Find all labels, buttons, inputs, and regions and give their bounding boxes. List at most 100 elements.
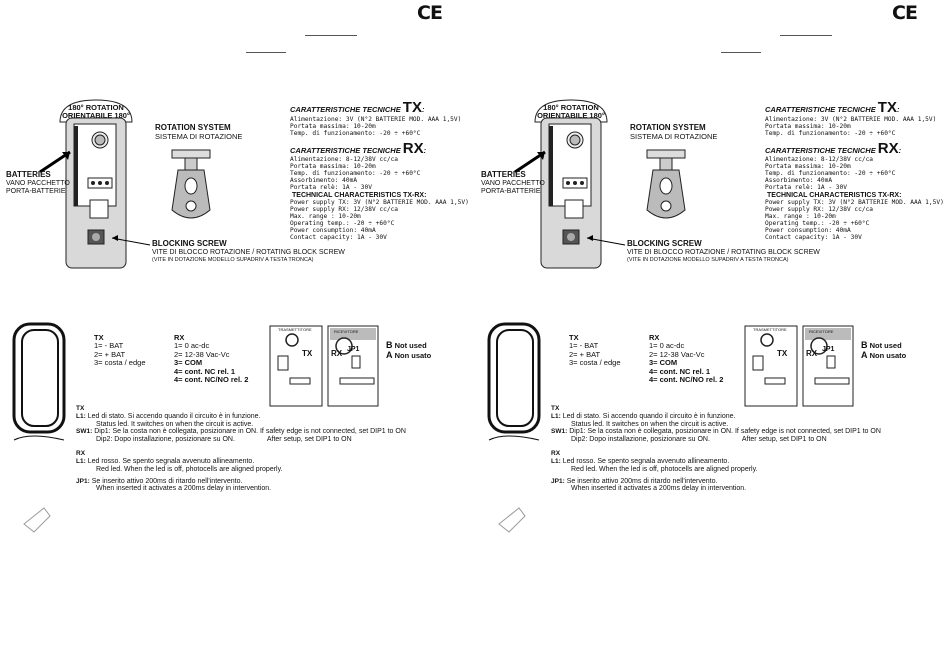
rx-terminals: RX 1= 0 ac-dc 2= 12-38 Vac-Vc 3= COM 4= …	[174, 333, 248, 384]
note-text: When inserted it activates a 200ms delay…	[96, 485, 272, 493]
blocking-screw-label: BLOCKING SCREW VITE DI BLOCCO ROTAZIONE …	[627, 239, 820, 263]
note-text: If safety edge is not connected, set DIP…	[734, 428, 881, 436]
spec-line: Temp. di funzionamento: -20 ÷ +60°C	[290, 129, 421, 137]
spec-line: Portata relè: 1A - 30V	[765, 184, 847, 192]
rx-terminal-line: 3= COM	[649, 358, 678, 368]
jumper-text-a: Non usato	[869, 351, 907, 361]
manual-page-right: CE 180° ROTATION ORIENTABILE 180° ROTATI…	[475, 0, 950, 659]
spec-line: Max. range : 10-20m	[765, 212, 836, 220]
note-tag-rx: RX	[551, 450, 561, 458]
note-key-jp1: JP1:	[76, 477, 90, 485]
batteries-line: VANO PACCHETTO	[481, 179, 545, 187]
header-rule	[721, 52, 761, 53]
tx-terminal-line: 1= - BAT	[94, 341, 124, 351]
blocking-screw-title: BLOCKING SCREW	[152, 239, 227, 248]
blocking-screw-note: (VITE IN DOTAZIONE MODELLO SUPADRIV A TE…	[627, 256, 789, 263]
note-text: Dip1: Se la costa non è collegata, posiz…	[94, 428, 259, 436]
rotation-badge-title: 180° ROTATION	[68, 103, 124, 112]
note-text: Status led. It switches on when the circ…	[571, 420, 729, 428]
rotation-badge: 180° ROTATION ORIENTABILE 180°	[60, 103, 132, 121]
rx-terminal-line: 4= cont. NC/NO rel. 2	[649, 374, 724, 384]
tx-terminal-line: 3= costa / edge	[94, 358, 146, 368]
spec-line: Portata massima: 10-20m	[290, 122, 376, 130]
rx-terminal-line: 4= cont. NC rel. 1	[174, 366, 236, 376]
batteries-label: BATTERIES VANO PACCHETTO PORTA-BATTERIE	[6, 170, 70, 196]
board-rx-title: RICEVITORE	[334, 329, 359, 334]
indicator-notes: TX L1: Led di stato. Si accendo quando i…	[551, 405, 881, 493]
blocking-screw-line: VITE DI BLOCCO ROTAZIONE / ROTATING BLOC…	[627, 248, 820, 256]
spec-line: Power supply RX: 12/38V cc/ca	[290, 205, 399, 213]
rx-terminal-line: 2= 12-38 Vac-Vc	[649, 349, 705, 359]
jumper-legend: B Not used A Non usato	[386, 340, 431, 361]
spec-line: Portata relè: 1A - 30V	[290, 184, 372, 192]
batteries-line: PORTA-BATTERIE	[481, 187, 541, 195]
jumper-text-b: Not used	[394, 341, 427, 350]
note-tag-tx: TX	[76, 405, 85, 412]
rx-terminal-line: 1= 0 ac-dc	[174, 341, 210, 351]
spec-line: Alimentazione: 8-12/38V cc/ca	[290, 156, 399, 164]
spec-line: Assorbimento: 40mA	[765, 177, 833, 185]
technical-specs: CARATTERISTICHE TECNICHE TX: Alimentazio…	[765, 99, 944, 242]
batteries-title: BATTERIES	[481, 170, 526, 179]
spec-line: Operating temp.: -20 ÷ +60°C	[290, 219, 395, 227]
rx-terminal-line: 4= cont. NC rel. 1	[649, 366, 711, 376]
note-key-l1: L1:	[76, 412, 86, 420]
rx-terminal-line: 1= 0 ac-dc	[649, 341, 685, 351]
specs-tx-heading: CARATTERISTICHE TECNICHE TX:	[290, 99, 425, 116]
rotation-badge-subtitle: ORIENTABILE 180°	[537, 111, 605, 121]
note-text: Led di stato. Si accendo quando il circu…	[562, 412, 736, 420]
spec-line: Contact capacity: 1A - 30V	[765, 233, 862, 241]
indicator-notes: TX L1: Led di stato. Si accendo quando i…	[76, 405, 406, 493]
rotation-system-subtitle: SISTEMA DI ROTAZIONE	[155, 131, 243, 141]
header-rule	[780, 35, 832, 36]
rx-terminal-line: 2= 12-38 Vac-Vc	[174, 349, 230, 359]
spec-line: Power supply TX: 3V (N°2 BATTERIE MOD. A…	[290, 198, 469, 206]
note-text: Led rosso. Se spento segnala avvenuto al…	[87, 457, 255, 465]
rotation-system-title: ROTATION SYSTEM	[630, 123, 706, 132]
tx-terminals: TX 1= - BAT 2= + BAT 3= costa / edge	[569, 333, 621, 368]
tx-terminal-line: 1= - BAT	[569, 341, 599, 351]
board-jp1-label: JP1	[347, 346, 360, 353]
wiring-diagram	[12, 322, 379, 533]
batteries-line: PORTA-BATTERIE	[6, 187, 66, 195]
blocking-screw-note: (VITE IN DOTAZIONE MODELLO SUPADRIV A TE…	[152, 256, 314, 263]
rx-terminals: RX 1= 0 ac-dc 2= 12-38 Vac-Vc 3= COM 4= …	[649, 333, 724, 384]
spec-line: Max. range : 10-20m	[290, 212, 361, 220]
spec-line: Contact capacity: 1A - 30V	[290, 233, 387, 241]
note-key-sw1: SW1:	[76, 428, 93, 436]
spec-line: Temp. di funzionamento: -20 ÷ +60°C	[290, 170, 421, 178]
board-tx-title: TRASMETTITORE	[278, 327, 312, 332]
spec-line: Operating temp.: -20 ÷ +60°C	[765, 219, 870, 227]
rotation-system-label: ROTATION SYSTEM SISTEMA DI ROTAZIONE	[630, 123, 717, 141]
rotation-system-label: ROTATION SYSTEM SISTEMA DI ROTAZIONE	[155, 123, 243, 141]
technical-specs: CARATTERISTICHE TECNICHE TX: Alimentazio…	[290, 99, 469, 242]
rx-terminals-title: RX	[649, 333, 660, 342]
note-key-l1: L1:	[551, 457, 561, 465]
device-diagram	[514, 99, 686, 269]
note-text: After setup, set DIP1 to ON	[741, 436, 827, 444]
spec-line: Temp. di funzionamento: -20 ÷ +60°C	[765, 129, 896, 137]
spec-line: Portata massima: 10-20m	[290, 163, 376, 171]
batteries-title: BATTERIES	[6, 170, 51, 179]
note-text: Status led. It switches on when the circ…	[96, 420, 254, 428]
note-tag-rx: RX	[76, 450, 86, 458]
board-tx-title: TRASMETTITORE	[753, 327, 787, 332]
spec-line: Alimentazione: 8-12/38V cc/ca	[765, 156, 874, 164]
jumper-key-a: A	[861, 350, 868, 361]
batteries-label: BATTERIES VANO PACCHETTO PORTA-BATTERIE	[481, 170, 545, 196]
specs-rx-heading: CARATTERISTICHE TECNICHE RX:	[765, 139, 902, 157]
specs-en-heading: TECHNICAL CHARACTERISTICS TX-RX:	[767, 192, 902, 200]
spec-line: Alimentazione: 3V (N°2 BATTERIE MOD. AAA…	[765, 115, 937, 123]
note-tag-tx: TX	[551, 405, 560, 412]
note-text: Dip1: Se la costa non è collegata, posiz…	[569, 428, 734, 436]
note-text: Se inserito attivo 200ms di ritardo nell…	[566, 477, 718, 485]
tx-terminals-title: TX	[569, 333, 579, 342]
tx-terminal-line: 3= costa / edge	[569, 358, 621, 368]
spec-line: Temp. di funzionamento: -20 ÷ +60°C	[765, 170, 896, 178]
jumper-legend: B Not used A Non usato	[861, 340, 906, 361]
spec-line: Portata massima: 10-20m	[765, 122, 851, 130]
rotation-badge-title: 180° ROTATION	[543, 103, 599, 112]
jumper-key-b: B	[386, 340, 393, 350]
rx-terminal-line: 3= COM	[174, 358, 203, 368]
note-text: Red led. When the led is off, photocells…	[571, 465, 758, 473]
